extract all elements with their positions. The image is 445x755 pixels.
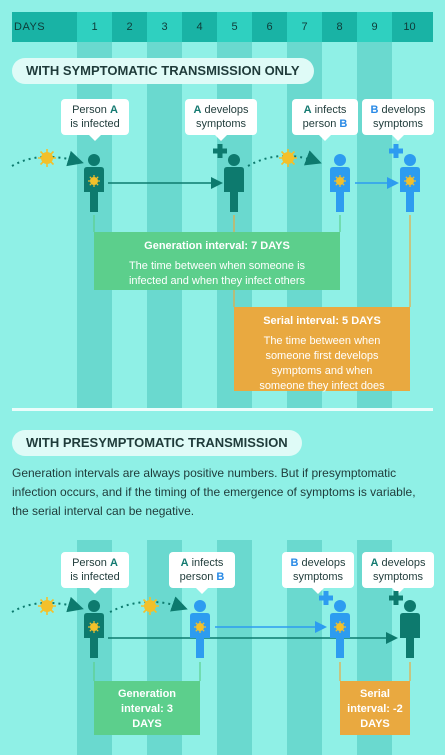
s1-bubble-a-infects-b: A infects person B bbox=[292, 99, 358, 141]
plus-icon bbox=[389, 144, 403, 158]
s1-generation-box: Generation interval: 7 DAYS The time bet… bbox=[94, 232, 340, 290]
s1-b3-line2-pre: person bbox=[302, 118, 340, 130]
day-10: 10 bbox=[403, 21, 416, 33]
s2-bubble-a-infects-b: A infects person B bbox=[169, 552, 235, 594]
plus-icon bbox=[213, 144, 227, 158]
person-a-symptomatic-icon bbox=[224, 154, 244, 212]
day-8: 8 bbox=[336, 21, 343, 33]
s1-b3-bold: A bbox=[303, 104, 312, 116]
s2-generation-box: Generation interval: 3 DAYS bbox=[94, 681, 200, 735]
person-b-icon bbox=[190, 600, 210, 658]
plus-icon bbox=[319, 591, 333, 605]
header-band-3 bbox=[147, 12, 182, 42]
s2-serial-box: Serial interval: -2 DAYS bbox=[340, 681, 410, 735]
days-label: DAYS bbox=[14, 21, 46, 33]
s2-generation-title: Generation interval: 3 DAYS bbox=[117, 688, 177, 730]
header-band-1 bbox=[77, 12, 112, 42]
day-1: 1 bbox=[91, 21, 98, 33]
s1-serial-body: The time between when someone first deve… bbox=[259, 335, 385, 392]
s1-b2-post: develops bbox=[201, 104, 249, 116]
s1-serial-title: Serial interval: 5 DAYS bbox=[263, 315, 381, 327]
person-b-symptomatic-icon bbox=[400, 154, 420, 212]
s1-generation-title: Generation interval: 7 DAYS bbox=[144, 240, 290, 252]
day-7: 7 bbox=[301, 21, 308, 33]
day-2: 2 bbox=[126, 21, 133, 33]
s2-b4-post: develops bbox=[378, 557, 426, 569]
day-9: 9 bbox=[371, 21, 378, 33]
s1-generation-body: The time between when someone is infecte… bbox=[128, 260, 306, 287]
s1-b1-bold: A bbox=[109, 104, 118, 116]
person-a-symptomatic-icon bbox=[400, 600, 420, 658]
s2-b2-post: infects bbox=[188, 557, 224, 569]
section2-paragraph: Generation intervals are always positive… bbox=[12, 466, 416, 518]
s1-b1-line2: is infected bbox=[70, 118, 120, 130]
person-b-symptomatic-icon bbox=[330, 600, 350, 658]
s1-b4-post: develops bbox=[378, 104, 426, 116]
s2-bubble-b-symptoms: B develops symptoms bbox=[282, 552, 354, 594]
s1-bubble-a-infected: Person A is infected bbox=[61, 99, 129, 141]
s1-b2-line2: symptoms bbox=[195, 118, 247, 130]
s1-b4-line2: symptoms bbox=[372, 118, 424, 130]
s2-b2-line2-pre: person bbox=[179, 571, 217, 583]
s2-b1-bold: A bbox=[109, 557, 118, 569]
s2-bubble-a-infected: Person A is infected bbox=[61, 552, 129, 594]
s1-b1-pre: Person bbox=[72, 104, 110, 116]
virus-icon bbox=[38, 597, 56, 615]
virus-icon bbox=[141, 597, 159, 615]
section1-title: WITH SYMPTOMATIC TRANSMISSION ONLY bbox=[12, 58, 314, 84]
virus-icon bbox=[279, 149, 297, 167]
s1-b3-post: infects bbox=[311, 104, 347, 116]
day-6: 6 bbox=[266, 21, 273, 33]
person-a-icon bbox=[84, 154, 104, 212]
s2-b2-line2-bold: B bbox=[216, 571, 225, 583]
person-b-icon bbox=[330, 154, 350, 212]
day-5: 5 bbox=[231, 21, 238, 33]
header-band-9 bbox=[357, 12, 392, 42]
header-band-7 bbox=[287, 12, 322, 42]
s1-bubble-a-symptoms: A develops symptoms bbox=[185, 99, 257, 141]
s2-b4-bold: A bbox=[370, 557, 379, 569]
s2-b1-pre: Person bbox=[72, 557, 110, 569]
s2-b3-bold: B bbox=[290, 557, 299, 569]
s2-serial-title: Serial interval: -2 DAYS bbox=[347, 688, 403, 730]
s1-b3-line2-bold: B bbox=[339, 118, 348, 130]
plus-icon bbox=[389, 591, 403, 605]
s1-bubble-b-symptoms: B develops symptoms bbox=[362, 99, 434, 141]
s2-b1-line2: is infected bbox=[70, 571, 120, 583]
person-a-icon bbox=[84, 600, 104, 658]
virus-icon bbox=[38, 149, 56, 167]
s2-b4-line2: symptoms bbox=[372, 571, 424, 583]
s1-infection-path-b bbox=[247, 150, 322, 167]
day-4: 4 bbox=[196, 21, 203, 33]
header-band-5 bbox=[217, 12, 252, 42]
section2-title: WITH PRESYMPTOMATIC TRANSMISSION bbox=[12, 430, 302, 456]
s2-b2-bold: A bbox=[180, 557, 189, 569]
s1-b2-bold: A bbox=[193, 104, 202, 116]
s1-b4-bold: B bbox=[370, 104, 379, 116]
s2-b3-post: develops bbox=[298, 557, 346, 569]
s1-serial-box: Serial interval: 5 DAYS The time between… bbox=[234, 307, 410, 392]
s2-b3-line2: symptoms bbox=[292, 571, 344, 583]
s2-bubble-a-symptoms: A develops symptoms bbox=[362, 552, 434, 594]
section-divider bbox=[12, 408, 433, 411]
day-3: 3 bbox=[161, 21, 168, 33]
